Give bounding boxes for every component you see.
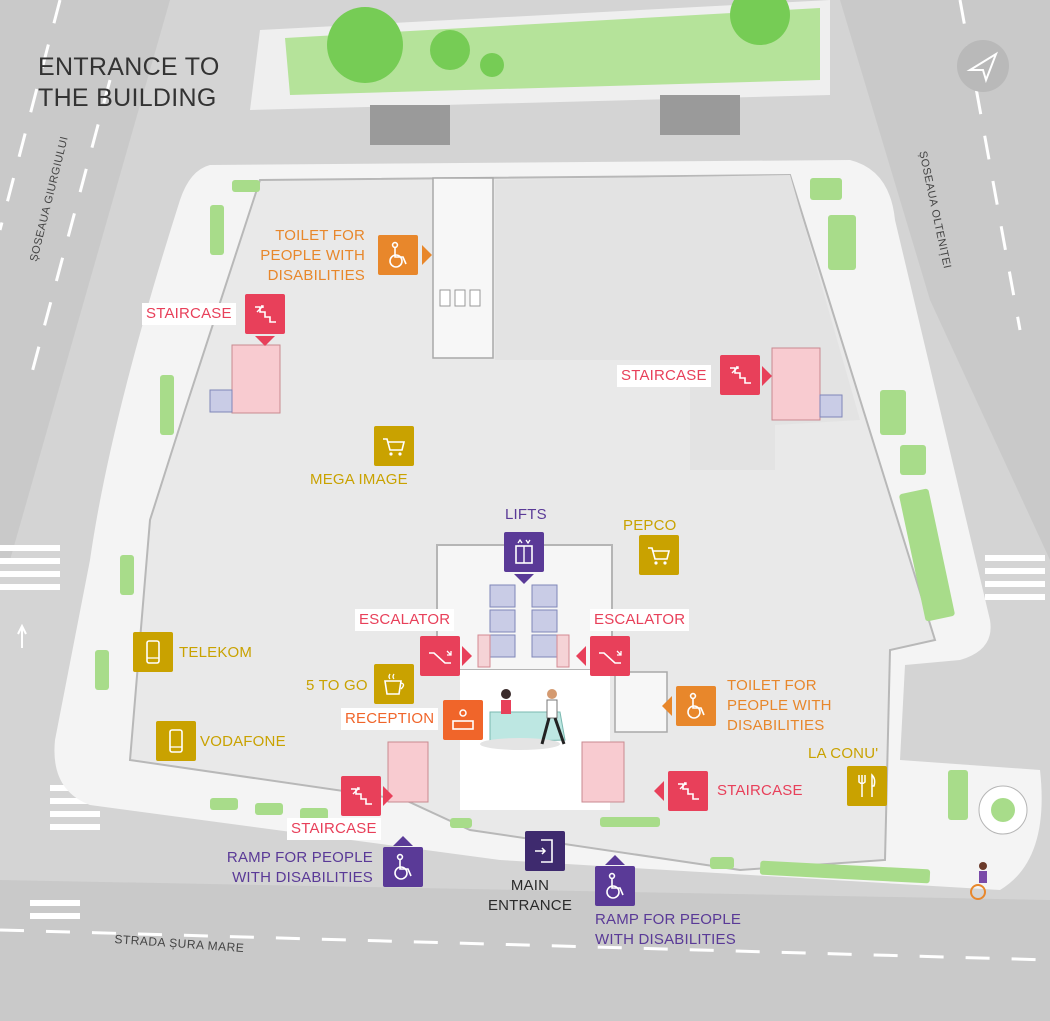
ramp-left-line1: RAMP FOR PEOPLE — [226, 849, 373, 866]
toilet-right-tile[interactable] — [676, 686, 716, 726]
door-icon — [535, 839, 553, 863]
staircase-nw-tile[interactable] — [245, 294, 285, 334]
ramp-right-tile[interactable] — [595, 866, 635, 906]
shopping-cart-icon — [383, 438, 406, 456]
toilet-top-line3: DISABILITIES — [267, 267, 365, 284]
ramp-right-line2: WITH DISABILITIES — [595, 931, 736, 948]
toilet-top-label: TOILET FOR PEOPLE WITH DISABILITIES — [252, 226, 365, 286]
staircase-sw-label: STAIRCASE — [287, 818, 381, 840]
la-conu-label: LA CONU' — [808, 745, 879, 762]
toilet-top-pointer — [422, 245, 432, 265]
toilet-right-line3: DISABILITIES — [727, 717, 825, 734]
main-entrance-label: MAIN ENTRANCE — [470, 876, 590, 916]
main-entrance-tile[interactable] — [525, 831, 565, 871]
escalator-left-tile[interactable] — [420, 636, 460, 676]
staircase-ne-pointer — [762, 366, 772, 386]
toilet-top-line2: PEOPLE WITH — [260, 247, 365, 264]
ramp-right-pointer — [605, 855, 625, 865]
lifts-label: LIFTS — [505, 506, 547, 523]
lifts-pointer — [514, 574, 534, 584]
stairs-icon — [678, 782, 699, 800]
lifts-tile[interactable] — [504, 532, 544, 572]
phone-icon — [146, 640, 160, 664]
map-title-line1: ENTRANCE TO — [38, 53, 220, 81]
ramp-right-label: RAMP FOR PEOPLE WITH DISABILITIES — [595, 910, 741, 950]
escalator-left-label: ESCALATOR — [355, 609, 455, 631]
staircase-ne-label: STAIRCASE — [617, 365, 711, 387]
ramp-left-label: RAMP FOR PEOPLE WITH DISABILITIES — [205, 848, 373, 888]
stairs-icon — [730, 366, 751, 384]
toilet-top-tile[interactable] — [378, 235, 418, 275]
wheelchair-icon — [389, 241, 407, 268]
vodafone-label: VODAFONE — [200, 733, 286, 750]
ramp-left-tile[interactable] — [383, 847, 423, 887]
staircase-sw-tile[interactable] — [341, 776, 381, 816]
map-title-line2: THE BUILDING — [38, 84, 217, 112]
five-to-go-tile[interactable] — [374, 664, 414, 704]
staircase-se-tile[interactable] — [668, 771, 708, 811]
stairs-icon — [351, 787, 372, 805]
toilet-right-label: TOILET FOR PEOPLE WITH DISABILITIES — [727, 676, 832, 736]
wheelchair-icon — [606, 872, 624, 899]
staircase-se-label: STAIRCASE — [717, 782, 803, 799]
mega-image-label: MEGA IMAGE — [310, 471, 408, 488]
mega-image-tile[interactable] — [374, 426, 414, 466]
staircase-nw-pointer — [255, 336, 275, 346]
escalator-left-pointer — [462, 646, 472, 666]
cutlery-icon — [858, 773, 876, 797]
ramp-left-pointer — [393, 836, 413, 846]
shopping-cart-icon — [648, 547, 671, 565]
ramp-right-line1: RAMP FOR PEOPLE — [595, 911, 742, 928]
escalator-icon — [429, 650, 452, 664]
toilet-right-pointer — [662, 696, 672, 716]
main-entrance-line1: MAIN — [510, 877, 550, 894]
telekom-label: TELEKOM — [179, 644, 253, 661]
escalator-right-tile[interactable] — [590, 636, 630, 676]
escalator-icon — [599, 650, 622, 664]
pepco-tile[interactable] — [639, 535, 679, 575]
staircase-ne-tile[interactable] — [720, 355, 760, 395]
ramp-left-line2: WITH DISABILITIES — [232, 869, 373, 886]
staircase-se-pointer — [654, 781, 664, 801]
telekom-tile[interactable] — [133, 632, 173, 672]
escalator-right-pointer — [576, 646, 586, 666]
vodafone-tile[interactable] — [156, 721, 196, 761]
coffee-cup-icon — [384, 673, 405, 695]
main-entrance-line2: ENTRANCE — [487, 897, 573, 914]
lift-icon — [515, 538, 533, 564]
toilet-top-line1: TOILET FOR — [275, 227, 365, 244]
phone-icon — [169, 729, 183, 753]
map-title: ENTRANCE TO THE BUILDING — [38, 52, 220, 114]
stairs-icon — [255, 305, 276, 323]
toilet-right-line1: TOILET FOR — [727, 677, 817, 694]
la-conu-tile[interactable] — [847, 766, 887, 806]
reception-tile[interactable] — [443, 700, 483, 740]
escalator-right-label: ESCALATOR — [590, 609, 690, 631]
toilet-right-line2: PEOPLE WITH — [727, 697, 832, 714]
reception-desk-icon — [452, 709, 474, 730]
five-to-go-label: 5 TO GO — [306, 677, 368, 694]
wheelchair-icon — [394, 853, 412, 880]
staircase-sw-pointer — [383, 786, 393, 806]
staircase-nw-label: STAIRCASE — [142, 303, 236, 325]
pepco-label: PEPCO — [623, 517, 677, 534]
reception-label: RECEPTION — [341, 708, 439, 730]
wheelchair-icon — [687, 692, 705, 719]
